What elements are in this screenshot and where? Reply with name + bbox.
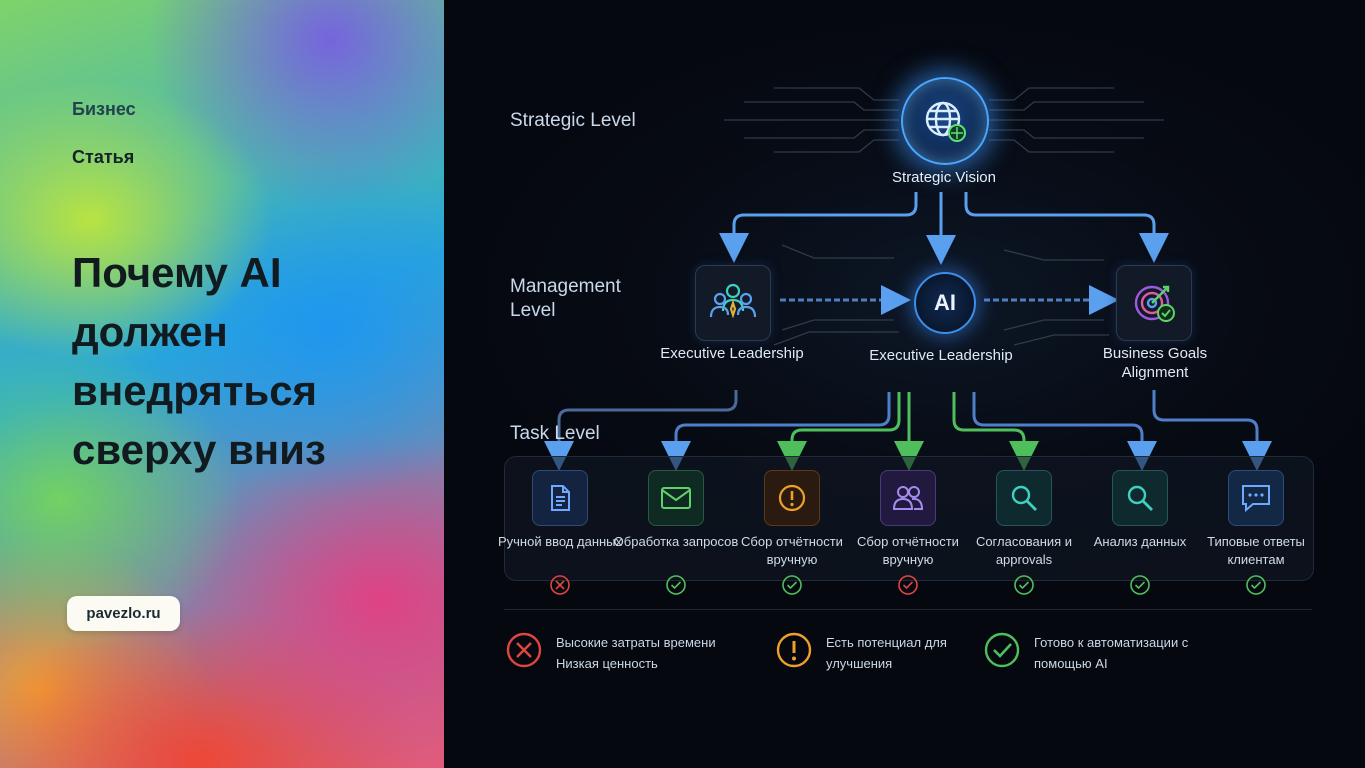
task-label: Ручной ввод данных <box>497 534 623 549</box>
task-label: Анализ данных <box>1093 534 1187 549</box>
strategic-arrows <box>719 192 1169 265</box>
hierarchy-diagram: Strategic Level Management Level Task Le… <box>444 0 1365 768</box>
executive-leadership-label: Executive Leadership <box>660 345 804 362</box>
globe-icon <box>925 101 966 142</box>
site-badge[interactable]: pavezlo.ru <box>67 596 180 631</box>
task-label: Сбор отчётности вручную <box>741 534 843 567</box>
status-good-icon <box>782 575 802 595</box>
task-label: Сбор отчётности вручную <box>857 534 959 567</box>
status-good-icon <box>666 575 686 595</box>
search-icon <box>996 470 1052 526</box>
legend-text: Готово к автоматизации с помощью AI <box>1034 635 1189 671</box>
task-label: Обработка запросов <box>613 534 739 549</box>
level-label-management: Management Level <box>510 276 621 321</box>
search-icon <box>1112 470 1168 526</box>
executive-leadership-node[interactable] <box>695 265 771 341</box>
legend-divider <box>504 609 1312 610</box>
status-bad-icon <box>550 575 570 595</box>
level-label-strategic: Strategic Level <box>510 110 636 131</box>
circuit-traces <box>724 87 1164 346</box>
legend-text: Есть потенциал для улучшения <box>826 635 947 671</box>
team-icon <box>709 283 757 319</box>
ai-sublabel: Executive Leadership <box>869 347 1013 364</box>
strategic-vision-node[interactable] <box>901 77 989 165</box>
alert-circle-icon <box>776 632 812 668</box>
ai-node[interactable]: AI <box>914 272 976 334</box>
alert-icon <box>764 470 820 526</box>
business-goals-label: Business Goals Alignment <box>1102 345 1208 381</box>
chat-icon <box>1228 470 1284 526</box>
level-label-task: Task Level <box>510 423 600 444</box>
check-circle-icon <box>984 632 1020 668</box>
category-label: Бизнес <box>72 99 136 119</box>
cover-panel: Бизнес Статья Почему AI должен внедрятьс… <box>0 0 444 768</box>
mail-icon <box>648 470 704 526</box>
status-bad-icon <box>898 575 918 595</box>
strategic-vision-label: Strategic Vision <box>892 169 996 186</box>
close-circle-icon <box>506 632 542 668</box>
status-good-icon <box>1014 575 1034 595</box>
task-label: Типовые ответы клиентам <box>1207 534 1305 567</box>
article-type-label: Статья <box>72 147 135 167</box>
target-check-icon <box>1134 285 1175 322</box>
status-good-icon <box>1130 575 1150 595</box>
page-title: Почему AI должен внедряться сверху вниз <box>72 249 326 473</box>
people-icon <box>880 470 936 526</box>
document-icon <box>532 470 588 526</box>
status-good-icon <box>1246 575 1266 595</box>
business-goals-node[interactable] <box>1116 265 1192 341</box>
legend-text: Высокие затраты времени Низкая ценность <box>556 635 716 671</box>
task-label: Согласования и approvals <box>975 534 1073 567</box>
task-arrows <box>544 390 1272 471</box>
connector-lines <box>544 87 1272 471</box>
